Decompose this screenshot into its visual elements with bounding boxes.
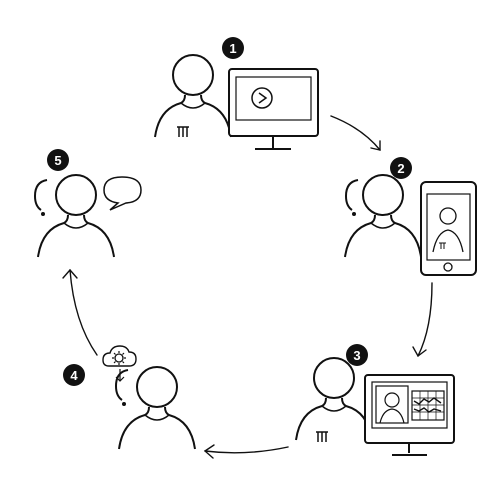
arrow-3-to-4-head bbox=[203, 444, 215, 459]
step-5-badge: 5 bbox=[47, 149, 69, 171]
step-2-badge: 2 bbox=[390, 157, 412, 179]
hearing-aid-icon bbox=[34, 179, 48, 217]
arrow-2-to-3 bbox=[417, 282, 433, 357]
arrow-4-to-5-head bbox=[62, 268, 78, 279]
step-1-group: 1 bbox=[154, 37, 319, 150]
clinician-figure bbox=[154, 54, 232, 138]
play-icon bbox=[251, 87, 273, 109]
step-5-number: 5 bbox=[54, 153, 61, 168]
step-2-number: 2 bbox=[397, 161, 404, 176]
step-3-number: 3 bbox=[353, 348, 360, 363]
step-1-badge: 1 bbox=[222, 37, 244, 59]
step-1-number: 1 bbox=[229, 41, 236, 56]
step-4-number: 4 bbox=[70, 368, 78, 383]
arrow-3-to-4 bbox=[204, 446, 289, 454]
hearing-aid-user-figure bbox=[37, 174, 115, 258]
step-3-badge: 3 bbox=[346, 344, 368, 366]
cycle-arrows bbox=[62, 115, 433, 459]
download-arrow-icon bbox=[115, 369, 125, 382]
hearing-aid-user-figure bbox=[344, 174, 422, 258]
cloud-settings-icon bbox=[102, 345, 137, 367]
hearing-aid-icon bbox=[345, 179, 359, 217]
hearing-aid-icon bbox=[115, 369, 129, 407]
step-3-group: 3 bbox=[295, 344, 455, 456]
arrow-4-to-5 bbox=[69, 269, 98, 356]
arrow-1-to-2-head bbox=[370, 140, 381, 151]
monitor-icon bbox=[364, 374, 455, 456]
smartphone-icon bbox=[420, 181, 477, 276]
step-2-group: 2 bbox=[344, 157, 477, 276]
step-4-group: 4 bbox=[63, 345, 196, 450]
desktop-monitor bbox=[228, 68, 319, 150]
step-4-badge: 4 bbox=[63, 364, 85, 386]
arrow-1-to-2 bbox=[330, 115, 381, 151]
fitting-chart-icon bbox=[411, 390, 445, 421]
clinician-figure bbox=[295, 357, 373, 442]
arrow-2-to-3-head bbox=[412, 346, 427, 358]
hearing-aid-user-figure bbox=[118, 366, 196, 450]
speech-bubble-icon bbox=[103, 176, 142, 211]
step-5-group: 5 bbox=[34, 149, 142, 258]
